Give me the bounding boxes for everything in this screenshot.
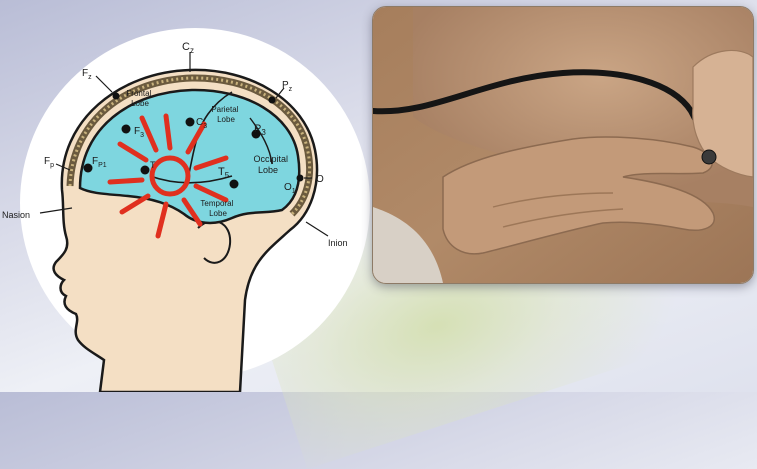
electrode-t5 [230, 180, 239, 189]
label-fz: Fz [82, 68, 92, 81]
label-nasion: Nasion [2, 210, 30, 220]
eeg-procedure-photo [372, 6, 754, 284]
label-pz: Pz [282, 80, 293, 93]
fz-pointer [96, 76, 112, 92]
photo-illustration [373, 7, 753, 283]
label-cz: Cz [182, 41, 194, 55]
electrode-fz [113, 93, 120, 100]
label-fp: Fp [44, 156, 54, 169]
electrode-pz [269, 97, 276, 104]
label-inion: Inion [328, 238, 348, 248]
electrode-o1 [297, 175, 304, 182]
electrode-f3 [122, 125, 131, 134]
electrode-c3 [186, 118, 195, 127]
inion-pointer [306, 222, 328, 236]
electrode-disc [702, 150, 716, 164]
label-t3: T [150, 160, 156, 170]
label-o: O [316, 174, 324, 185]
electrode-t3 [141, 166, 150, 175]
